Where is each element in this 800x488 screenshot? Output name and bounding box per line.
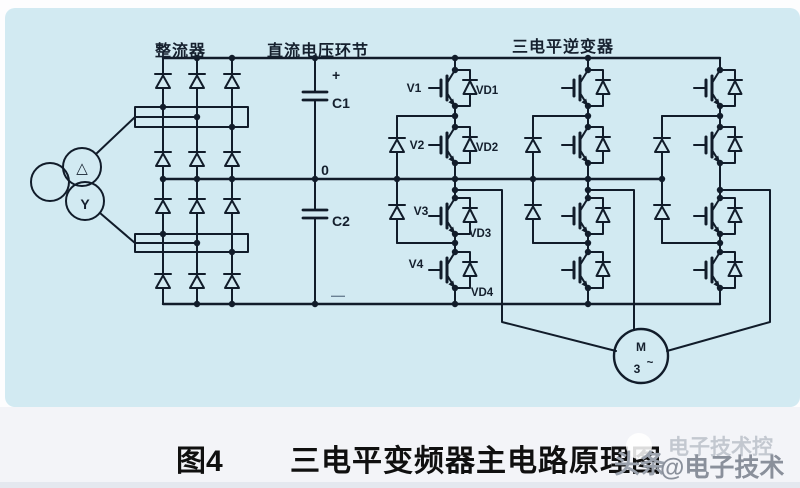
inverter-leg-3 xyxy=(653,57,744,305)
transformer-symbol: △ Y xyxy=(30,116,136,244)
delta-winding-label: △ xyxy=(76,160,88,177)
inverter-leg-1: V1 VD1 V2 VD2 V3 VD3 V4 VD4 xyxy=(388,57,499,305)
igbt-v3-label: V3 xyxy=(414,204,429,218)
igbt-v1-label: V1 xyxy=(407,81,422,95)
dc-buses xyxy=(159,54,722,308)
phase-bundle-lower xyxy=(134,230,249,256)
diode-vd4-label: VD4 xyxy=(471,287,494,299)
dc-minus-label: — xyxy=(331,287,345,303)
diode-vd2-label: VD2 xyxy=(476,142,498,154)
section-label-inverter: 三电平逆变器 xyxy=(512,37,614,56)
watermark-ghost-text: 电子技术控 xyxy=(668,436,773,459)
neutral-zero-label: 0 xyxy=(321,162,329,178)
motor-m-label: M xyxy=(636,340,646,354)
inverter-leg-2 xyxy=(524,57,612,305)
igbt-v2-label: V2 xyxy=(410,138,425,152)
section-label-dc-link: 直流电压环节 xyxy=(267,41,369,60)
diode-vd3-label: VD3 xyxy=(469,228,491,240)
capacitor-c1-label: C1 xyxy=(332,95,350,111)
igbt-v4-label: V4 xyxy=(409,257,424,271)
capacitor-c2-label: C2 xyxy=(332,213,350,229)
dc-plus-label: + xyxy=(332,67,340,83)
dc-link-capacitors: + C1 0 C2 — xyxy=(301,57,350,305)
motor-symbol: M 3 ~ xyxy=(612,327,670,385)
phase-bundle-upper xyxy=(134,103,249,131)
output-wiring xyxy=(454,189,771,352)
motor-tilde-label: ~ xyxy=(647,357,654,369)
caption-strip xyxy=(0,407,800,482)
figure-number: 图4 xyxy=(176,445,223,478)
figure-title: 三电平变频器主电路原理图 xyxy=(290,445,662,478)
bottom-edge xyxy=(0,482,800,488)
watermark-badge-text: 头条 xyxy=(614,449,667,479)
toutiao-logo-icon xyxy=(626,433,652,459)
wye-winding-label: Y xyxy=(80,196,90,212)
section-label-rectifier: 整流器 xyxy=(154,41,206,60)
diode-vd1-label: VD1 xyxy=(476,85,499,97)
motor-phase-label: 3 xyxy=(634,362,641,376)
watermark-handle-text: @电子技术控 xyxy=(660,454,785,482)
